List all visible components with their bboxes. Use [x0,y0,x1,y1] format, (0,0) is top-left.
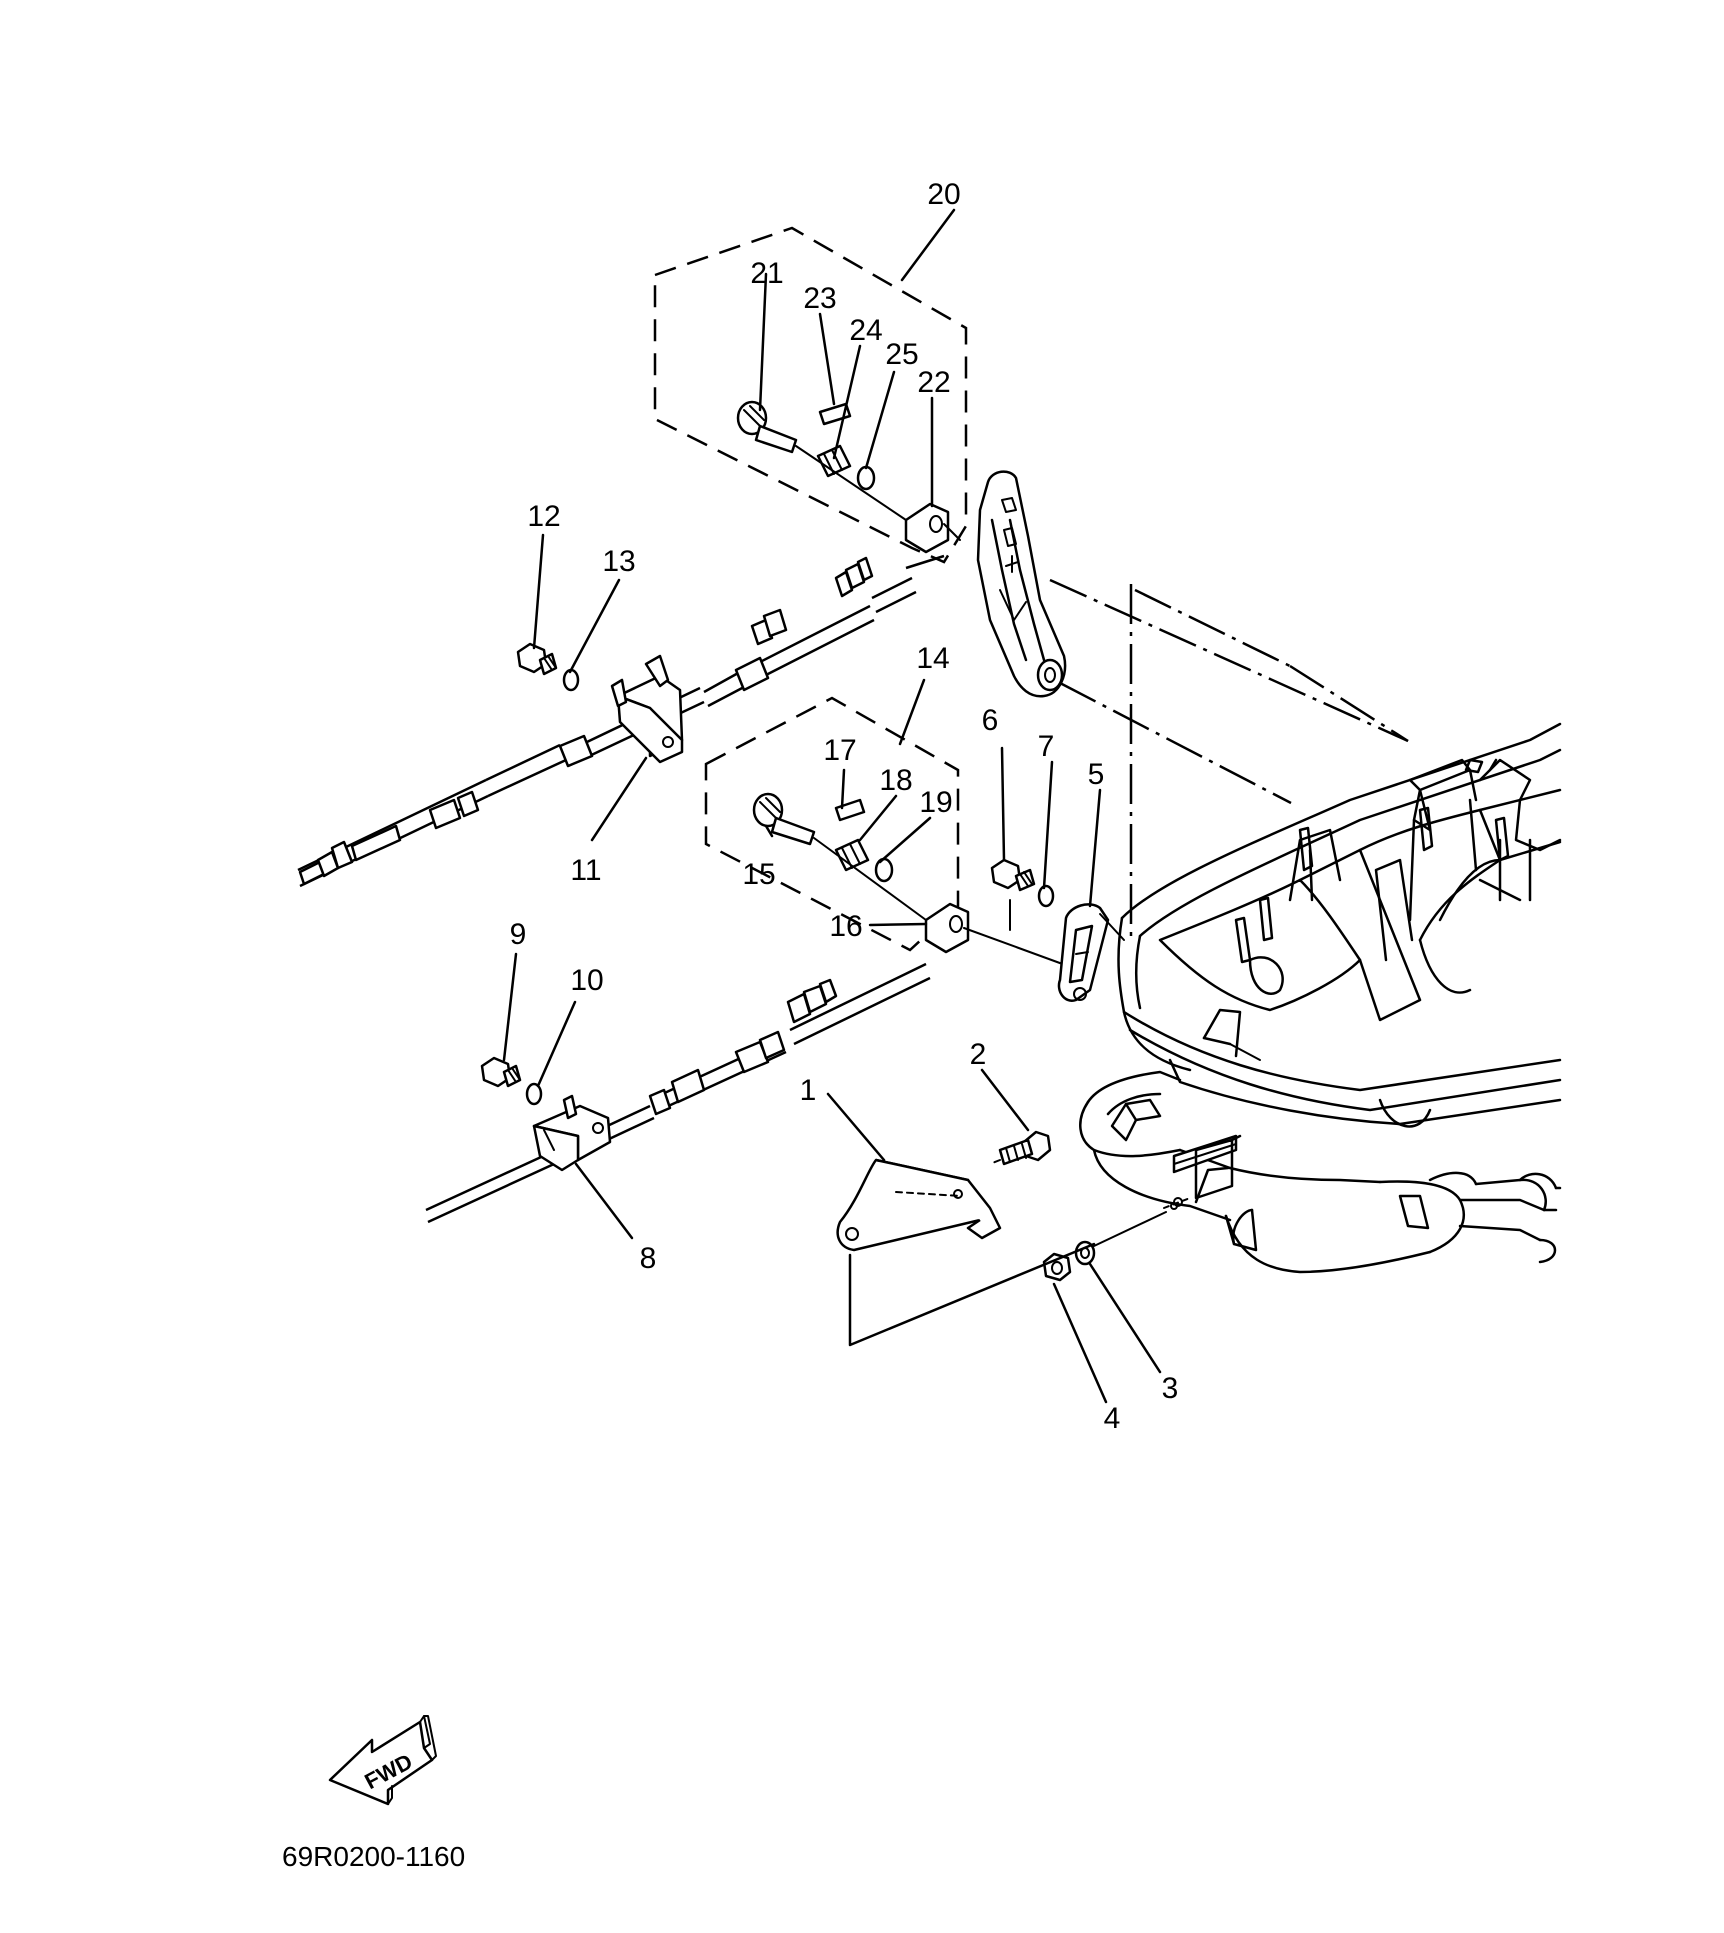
part-label-17: 17 [823,734,856,767]
bolt-9 [480,1056,522,1088]
part-label-12: 12 [527,500,560,533]
part-label-21: 21 [750,257,783,290]
nut-4 [1042,1252,1072,1282]
link-5 [1057,903,1125,1002]
part-8-bracket [532,1094,612,1172]
part-11-bracket [610,654,684,764]
part-label-1: 1 [800,1074,817,1107]
washer-25 [856,465,876,491]
part-label-16: 16 [829,910,862,943]
joint-22 [904,502,950,554]
engine-housing [1049,578,1562,1128]
part-label-15: 15 [742,858,775,891]
part-label-4: 4 [1104,1402,1121,1435]
part-label-2: 2 [970,1038,987,1071]
part-label-10: 10 [570,964,603,997]
part-label-14: 14 [916,642,949,675]
part-label-20: 20 [927,178,960,211]
washer-3 [1074,1240,1096,1266]
part-label-8: 8 [640,1242,657,1275]
washer-10 [525,1082,543,1106]
part-number-labels: 1 2 3 4 5 6 7 8 9 10 11 12 13 14 15 16 1… [510,178,1179,1435]
drawing-code: 69R0200-1160 [282,1841,465,1872]
bracket-1 [836,1158,1002,1252]
fwd-arrow-icon: FWD [328,1715,437,1806]
spring-18 [834,838,870,872]
part-label-23: 23 [803,282,836,315]
pin-21 [736,400,798,454]
part-label-19: 19 [919,786,952,819]
part-label-7: 7 [1038,730,1055,763]
bolt-12 [516,642,558,676]
part-label-22: 22 [917,366,950,399]
group-box-20 [653,226,968,564]
part-label-6: 6 [982,704,999,737]
part-label-13: 13 [602,545,635,578]
group-box-14 [704,696,960,952]
washer-7 [1037,884,1055,908]
part-label-18: 18 [879,764,912,797]
part-label-5: 5 [1088,758,1105,791]
lower-pipe [1079,1070,1562,1274]
bolt-6 [990,858,1036,892]
washer-13 [562,668,580,692]
control-lever [976,470,1067,698]
part-label-9: 9 [510,918,527,951]
leader-lines [502,208,1162,1404]
joint-16 [924,902,970,954]
pin-17 [834,798,866,822]
lower-cable [425,962,931,1224]
pin-15 [752,792,816,846]
part-label-3: 3 [1162,1372,1179,1405]
part-label-24: 24 [849,314,882,347]
pin-23 [818,402,852,426]
washer-19 [874,857,894,883]
part-label-25: 25 [885,338,918,371]
bolt-2 [998,1130,1052,1166]
part-label-11: 11 [570,854,601,887]
